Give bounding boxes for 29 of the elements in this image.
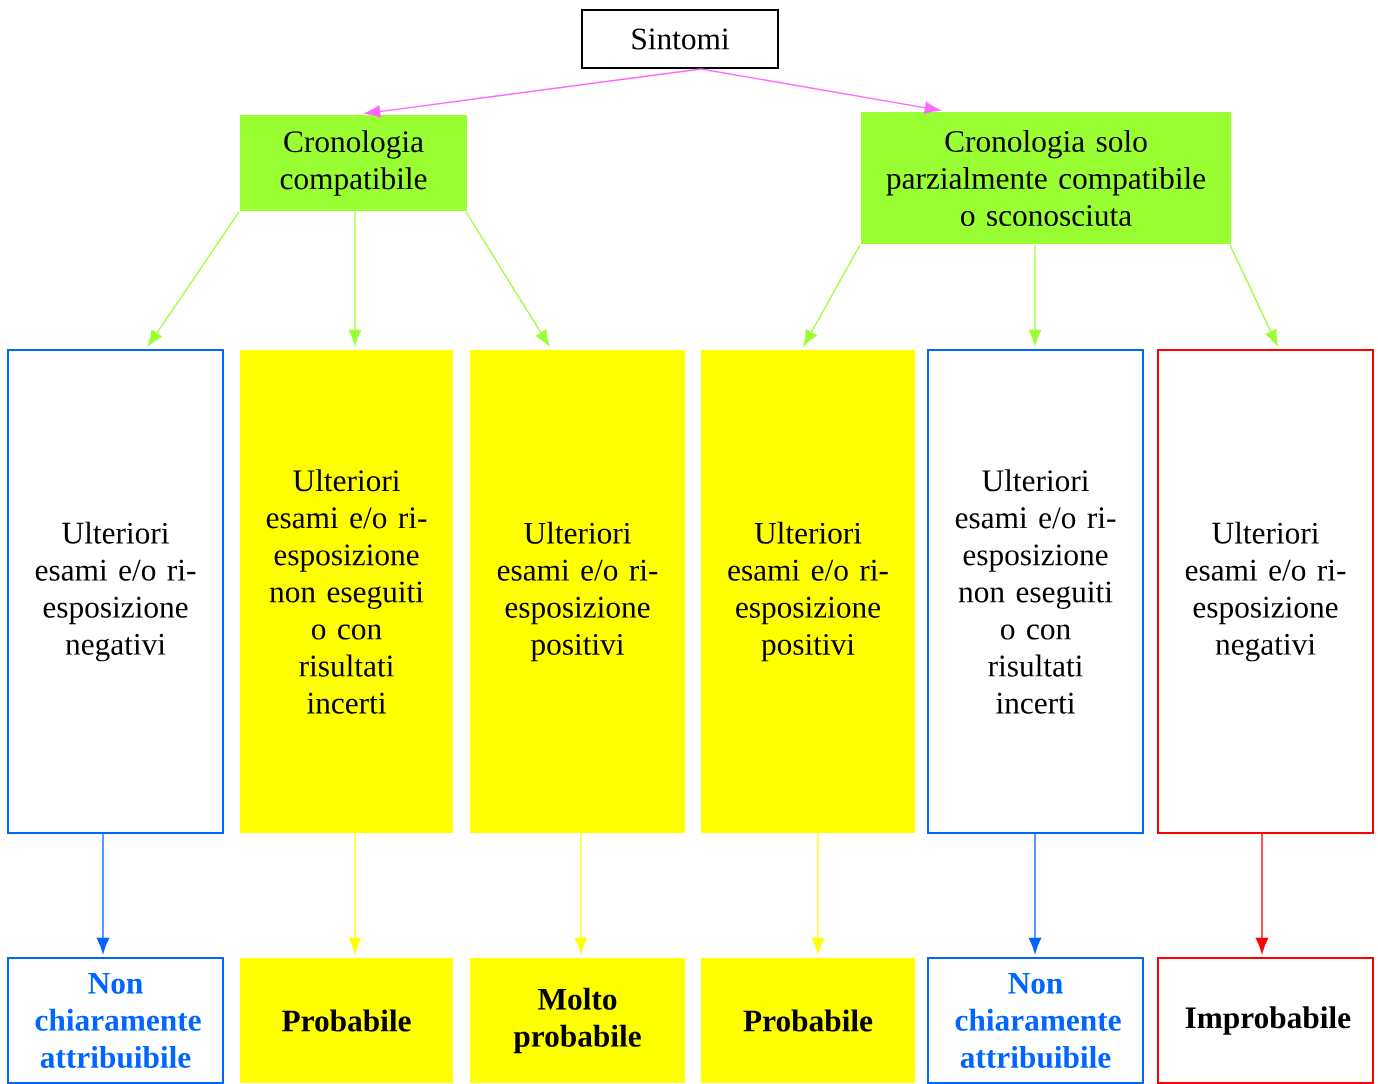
arrow (803, 244, 861, 346)
arrow (348, 833, 362, 953)
condition-box: Ulteriori esami e/o ri-esposizione non eseguiti o con risultati incerti (240, 350, 453, 833)
condition-box: Ulteriori esami e/o ri-esposizione non eseguiti o con risultati incerti (927, 349, 1144, 834)
arrow (365, 68, 702, 118)
result-box: Molto probabile (470, 958, 685, 1083)
category-box: Cronologia solo parzialmente compatibile o sconosciuta (861, 112, 1231, 244)
arrow (96, 833, 110, 953)
condition-box: Ulteriori esami e/o ri-esposizione positivi (470, 350, 685, 833)
arrow (1229, 244, 1278, 346)
arrow (811, 833, 825, 953)
category-box: Cronologia compatibile (240, 115, 467, 211)
arrow (1028, 244, 1042, 345)
arrow (700, 68, 941, 114)
result-box: Non chiaramente attribuibile (927, 957, 1144, 1084)
condition-box: Ulteriori esami e/o ri-esposizione negativi (7, 349, 224, 834)
arrow (1028, 833, 1042, 953)
result-box: Probabile (240, 958, 453, 1083)
condition-box: Ulteriori esami e/o ri-esposizione positivi (701, 350, 915, 833)
arrow (465, 211, 550, 346)
arrow (574, 833, 588, 953)
arrow (147, 211, 240, 346)
arrow (348, 211, 362, 345)
result-box: Improbabile (1157, 957, 1374, 1084)
result-box: Non chiaramente attribuibile (7, 957, 224, 1084)
arrow (1255, 833, 1269, 953)
result-box: Probabile (701, 958, 915, 1083)
condition-box: Ulteriori esami e/o ri-esposizione negativi (1157, 349, 1374, 834)
title-box: Sintomi (581, 9, 779, 69)
